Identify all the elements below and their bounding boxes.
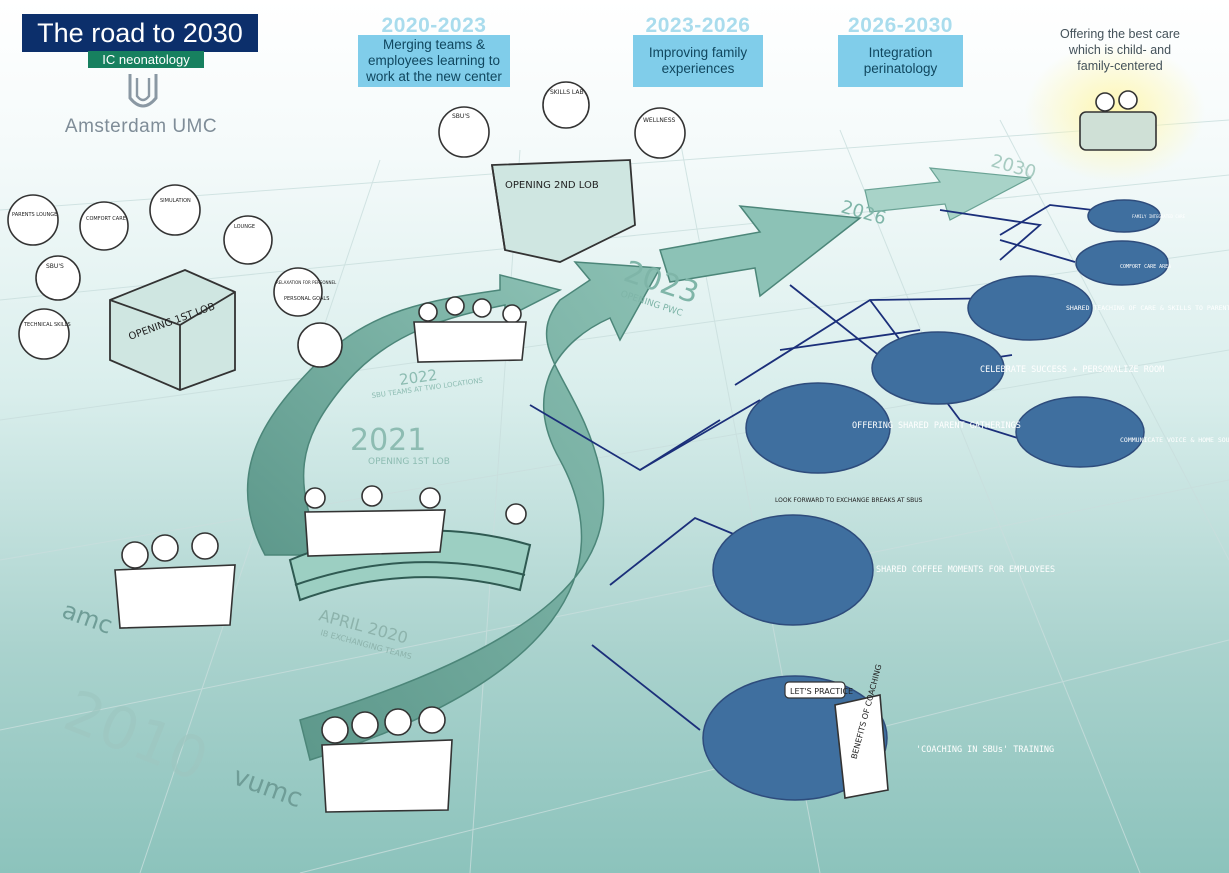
period-box-3: Integration perinatology <box>838 35 963 87</box>
road-label-amc: amc <box>59 596 117 640</box>
road-label-2021-sub: OPENING 1ST LOB <box>368 457 450 467</box>
island-label-coffee: SHARED COFFEE MOMENTS FOR EMPLOYEES <box>876 565 1055 575</box>
speech-lets-practice: LET'S PRACTICE <box>790 687 853 696</box>
lob2-sign: OPENING 2ND LOB <box>505 180 599 191</box>
island-label-celebrate: CELEBRATE SUCCESS + PERSONALIZE ROOM <box>980 365 1164 375</box>
period-box-2: Improving family experiences <box>633 35 763 87</box>
lob1-bubble-7: PERSONAL GOALS <box>284 296 329 302</box>
note-coffee: LOOK FORWARD TO EXCHANGE BREAKS AT SBUS <box>775 497 923 504</box>
island-label-family: FAMILY INTEGRATED CARE <box>1132 214 1186 219</box>
island-label-coaching: 'COACHING IN SBUs' TRAINING <box>916 745 1054 755</box>
page-subtitle: IC neonatology <box>88 51 204 68</box>
lob2-bubble-1: SBU'S <box>452 113 470 120</box>
island-communicate <box>1016 397 1144 467</box>
island-label-gatherings: OFFERING SHARED PARENT GATHERINGS <box>852 421 1021 431</box>
building-lob1 <box>110 270 235 390</box>
building-lob2 <box>492 160 635 262</box>
island-label-communicate: COMMUNICATE VOICE & HOME SOUND TO ROOM <box>1120 436 1229 444</box>
lob1-bubble-4: SBU'S <box>46 263 64 270</box>
road-label-2021: 2021 <box>350 423 426 458</box>
lob2-bubble-3: WELLNESS <box>643 117 675 124</box>
goal-text: Offering the best care which is child- a… <box>1050 26 1190 74</box>
island-comfort <box>1076 241 1168 285</box>
group-2010 <box>322 707 452 812</box>
group-amc <box>115 533 235 628</box>
lob2-bubble-2: SKILLS LAB <box>550 89 584 96</box>
islands <box>703 200 1168 800</box>
lob1-bubble-6: RELAXATION FOR PERSONNEL <box>276 280 337 285</box>
amsterdam-umc-logo-icon <box>126 70 160 114</box>
island-label-teaching: SHARED TEACHING OF CARE & SKILLS TO PARE… <box>1066 304 1229 312</box>
road-label-2010: 2010 <box>55 676 217 794</box>
period-box-1: Merging teams & employees learning to wo… <box>358 35 510 87</box>
logo-text: Amsterdam UMC <box>56 116 226 138</box>
road-label-vumc: vumc <box>229 762 306 815</box>
page-title: The road to 2030 <box>22 14 258 52</box>
lob1-bubble-8: TECHNICAL SKILLS <box>23 322 71 328</box>
lob1-bubble-3: SIMULATION <box>160 198 191 204</box>
island-coffee <box>713 515 873 625</box>
lob1-bubble-2: COMFORT CARE <box>86 216 126 222</box>
island-label-comfort: COMFORT CARE AREA <box>1120 264 1171 270</box>
lob1-bubble-1: PARENTS LOUNGE <box>12 212 57 218</box>
lob1-bubble-5: LOUNGE <box>234 224 255 230</box>
